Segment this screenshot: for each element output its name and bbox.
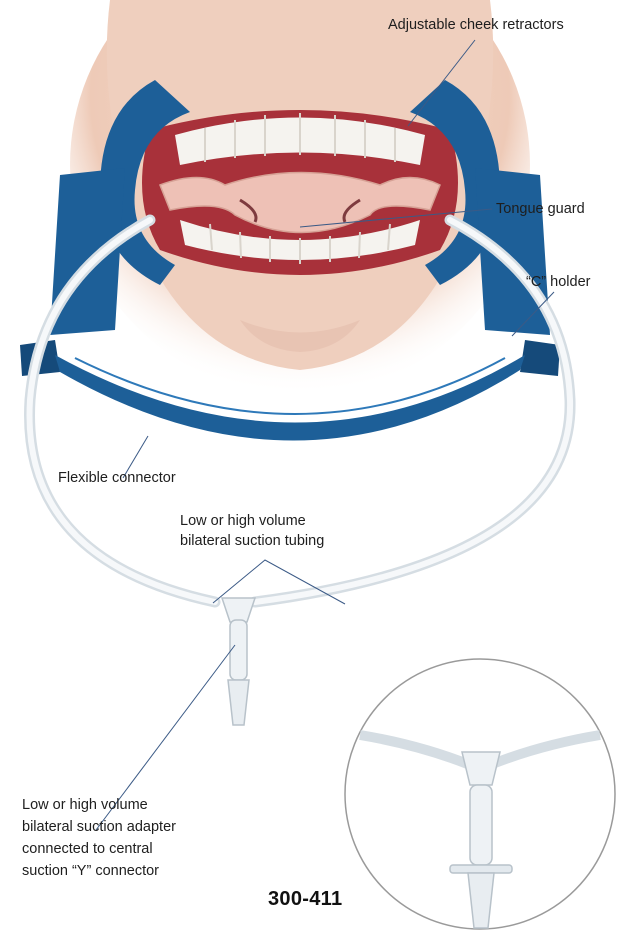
label-adapter-line-4: suction “Y” connector xyxy=(22,860,176,882)
label-adapter-line-2: bilateral suction adapter xyxy=(22,816,176,838)
product-code: 300-411 xyxy=(268,888,342,911)
label-adapter: Low or high volume bilateral suction ada… xyxy=(22,794,176,882)
label-tubing-line-1: Low or high volume xyxy=(180,511,324,531)
label-cheek-retractors: Adjustable cheek retractors xyxy=(388,15,564,35)
label-tubing: Low or high volume bilateral suction tub… xyxy=(180,511,324,551)
label-adapter-line-3: connected to central xyxy=(22,838,176,860)
y-connector-illustration xyxy=(222,598,255,725)
label-tubing-line-2: bilateral suction tubing xyxy=(180,531,324,551)
inset-detail-illustration xyxy=(345,659,615,929)
label-flexible-connector: Flexible connector xyxy=(58,468,176,488)
label-tongue-guard: Tongue guard xyxy=(496,199,585,219)
label-c-holder: “C” holder xyxy=(526,272,590,292)
label-adapter-line-1: Low or high volume xyxy=(22,794,176,816)
